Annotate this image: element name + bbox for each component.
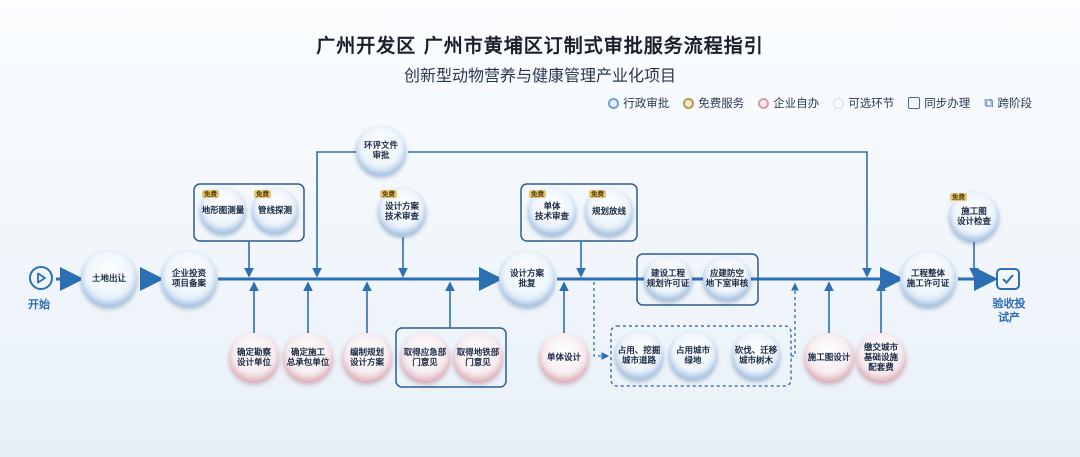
- node-env: 环评文件 审批: [356, 126, 406, 176]
- legend-optional: 可选环节: [833, 95, 894, 111]
- legend-self: 企业自办: [758, 95, 819, 111]
- node-scheme-approve: 设计方案 批复: [499, 251, 555, 307]
- node-civil-defense: 应建防空 地下室审核: [703, 257, 751, 301]
- start-label: 开始: [28, 298, 50, 311]
- free-tag: 免费: [202, 190, 219, 198]
- box-permits: [636, 253, 759, 306]
- box-opinions: [395, 327, 507, 388]
- legend-self-label: 企业自办: [773, 96, 820, 110]
- page-title: 广州开发区 广州市黄埔区订制式审批服务流程指引: [316, 35, 764, 57]
- sync-square-icon: [908, 97, 921, 109]
- free-tag: 免费: [380, 190, 397, 198]
- node-survey-design-unit: 确定勘察 设计单位: [229, 333, 279, 383]
- node-greenland: 占用城市 绿地: [669, 332, 717, 380]
- legend-admin-label: 行政审批: [623, 96, 670, 110]
- admin-circle-icon: [608, 97, 620, 109]
- page-subtitle: 创新型动物营养与健康管理产业化项目: [403, 66, 676, 85]
- legend-sync: 同步办理: [908, 95, 970, 111]
- end-label: 验收投试产: [992, 297, 1026, 324]
- node-build-permit: 工程整体 施工许可证: [900, 251, 956, 307]
- cross-stage-icon: ⧉: [984, 95, 994, 111]
- self-circle-icon: [758, 97, 770, 109]
- free-tag: 免费: [589, 190, 606, 198]
- legend-stage: ⧉跨阶段: [984, 95, 1032, 111]
- free-tag: 免费: [254, 190, 271, 198]
- free-tag: 免费: [529, 190, 546, 198]
- node-infra-fee: 缴交城市 基础设施 配套费: [856, 333, 906, 383]
- legend-optional-label: 可选环节: [848, 96, 895, 110]
- free-tag: 免费: [950, 193, 967, 201]
- legend-free: 免费服务: [683, 95, 744, 111]
- node-road: 占用、挖掘 城市道路: [615, 332, 663, 380]
- node-metro: 取得地铁部 门意见: [453, 333, 503, 383]
- node-emergency: 取得应急部 门意见: [400, 333, 450, 383]
- box-optional: [610, 325, 792, 387]
- node-unit-design: 单体设计: [539, 333, 589, 383]
- node-plan-scheme: 编制规划 设计方案: [342, 333, 392, 383]
- legend-admin: 行政审批: [608, 95, 669, 111]
- legend-sync-label: 同步办理: [924, 96, 971, 110]
- node-invest: 企业投资 项目备案: [161, 251, 217, 307]
- node-construction-drawing: 施工图设计: [804, 333, 854, 383]
- node-plan-permit: 建设工程 规划许可证: [644, 257, 692, 301]
- node-pipeline: 管线探测: [252, 188, 298, 234]
- node-trees: 砍伐、迁移 城市树木: [732, 332, 780, 380]
- start-icon: [29, 266, 53, 290]
- end-check-icon: [996, 268, 1020, 290]
- node-land: 土地出让: [81, 251, 137, 307]
- legend: 行政审批 免费服务 企业自办 可选环节 同步办理 ⧉跨阶段: [608, 95, 1032, 111]
- box-unit: [520, 183, 638, 242]
- optional-circle-icon: [833, 97, 845, 109]
- legend-stage-label: 跨阶段: [997, 96, 1033, 110]
- node-contractor: 确定施工 总承包单位: [283, 333, 333, 383]
- legend-free-label: 免费服务: [698, 96, 745, 110]
- free-circle-icon: [683, 97, 695, 109]
